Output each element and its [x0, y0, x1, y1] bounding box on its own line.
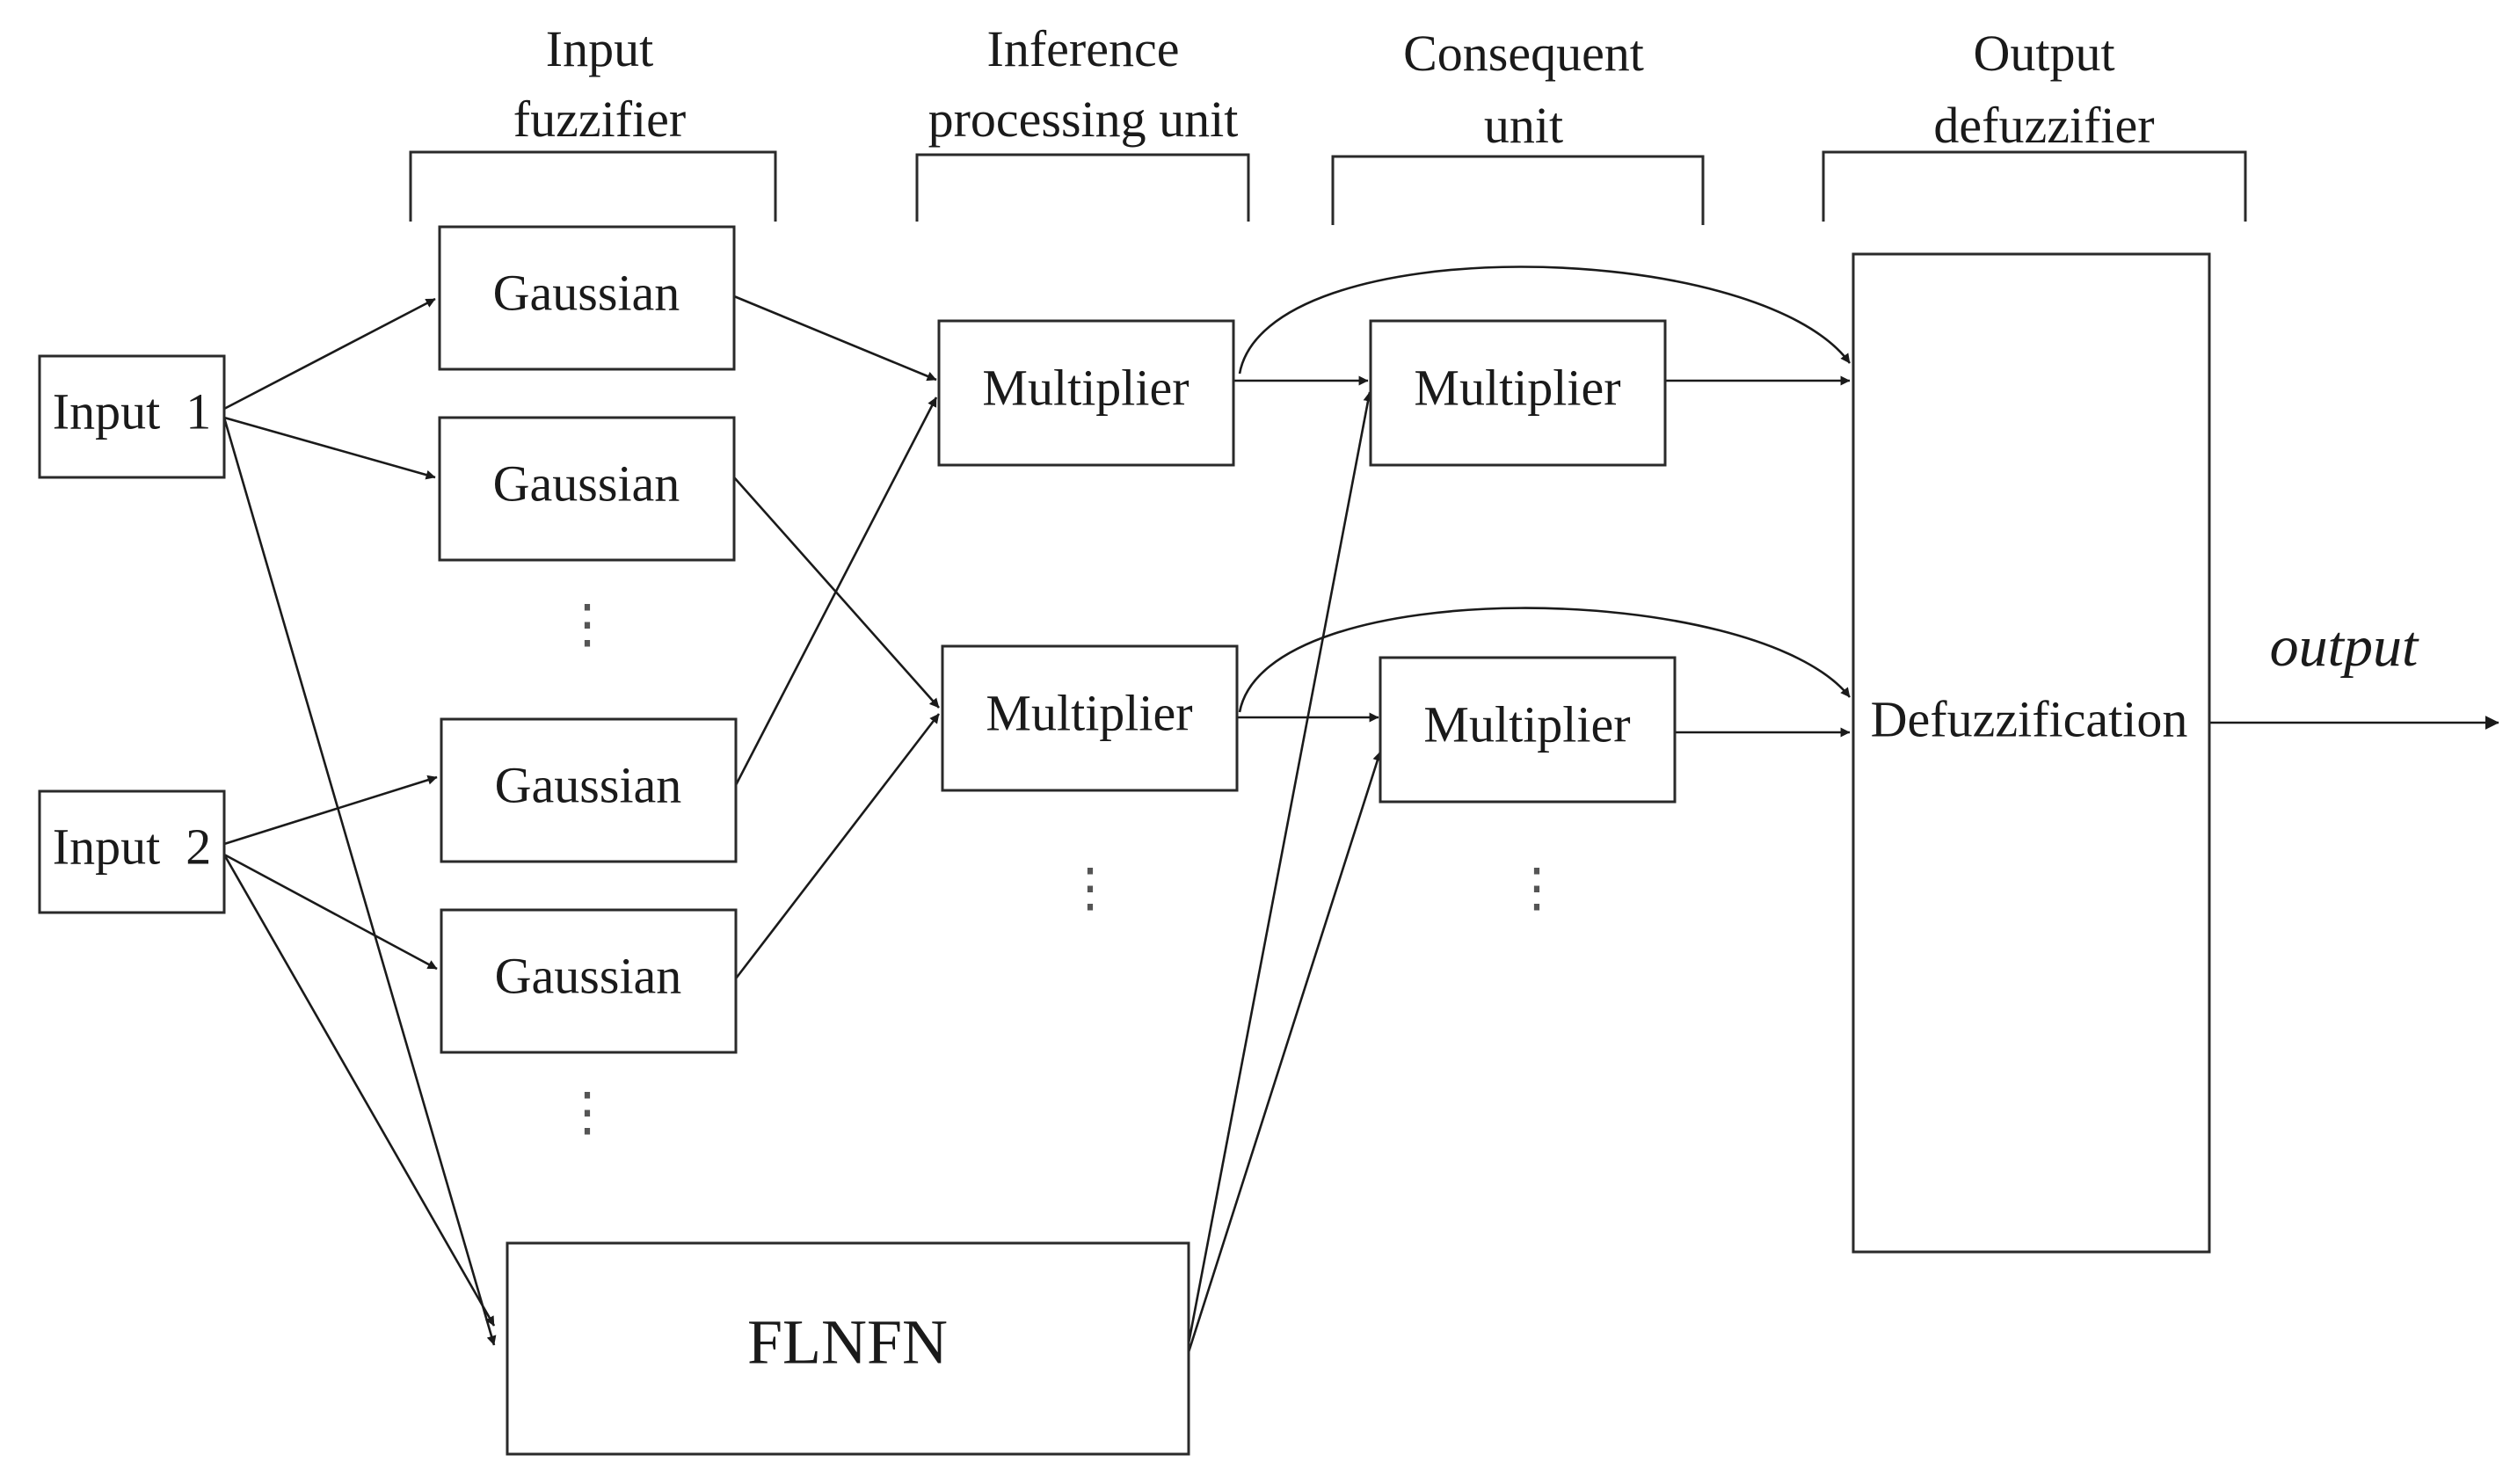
ellipsis-gaussian-group-2: ⋮	[561, 1083, 614, 1141]
bracket-consequent-unit	[1331, 155, 1705, 225]
inference-multiplier-node-1: Multiplier	[937, 319, 1235, 467]
gaussian-3-label: Gaussian	[495, 756, 682, 813]
edge-input2-to-gaussian3	[223, 775, 438, 846]
edge-input1-to-gaussian1	[223, 297, 436, 411]
header-consequent-unit-line1: Consequent	[1403, 25, 1644, 82]
flnfn-node: FLNFN	[506, 1241, 1190, 1456]
header-inference-unit-line2: processing unit	[928, 91, 1239, 148]
gaussian-2-label: Gaussian	[493, 455, 680, 512]
edge-flnfn-to-consequent-mult1	[1187, 391, 1373, 1344]
defuzzification-label: Defuzzification	[1871, 690, 2188, 747]
edge-inference-mult1-to-defuzzifier	[1238, 266, 1852, 375]
edge-flnfn-to-consequent-mult2	[1187, 751, 1383, 1353]
consequent-multiplier-node-1: Multiplier	[1369, 319, 1667, 467]
header-consequent-unit-line2: unit	[1484, 97, 1563, 154]
consequent-multiplier-2-label: Multiplier	[1423, 695, 1630, 753]
defuzzifier-node	[1852, 252, 2211, 1254]
header-input-fuzzifier-line2: fuzzifier	[513, 91, 686, 148]
inference-multiplier-node-2: Multiplier	[941, 644, 1239, 792]
input-1-label: Input 1	[53, 382, 211, 440]
edge-gaussian3-to-inference-mult1	[734, 396, 938, 786]
output-label: output	[2270, 615, 2419, 679]
ellipsis-consequent-multipliers: ⋮	[1510, 859, 1563, 917]
edge-input1-to-flnfn	[222, 417, 497, 1346]
edge-gaussian1-to-inference-mult1	[733, 295, 937, 382]
input-2-node: Input 2	[38, 789, 226, 914]
header-output-defuzzifier-line2: defuzzifier	[1933, 97, 2154, 154]
consequent-multiplier-1-label: Multiplier	[1414, 359, 1620, 416]
edge-input2-to-gaussian4	[223, 853, 438, 971]
gaussian-4-label: Gaussian	[495, 947, 682, 1004]
gaussian-node-2: Gaussian	[438, 416, 736, 562]
bracket-input-fuzzifier	[409, 150, 777, 222]
edge-input1-to-gaussian2	[223, 416, 436, 480]
gaussian-node-1: Gaussian	[438, 225, 736, 371]
gaussian-node-4: Gaussian	[440, 908, 738, 1054]
edge-input2-to-flnfn	[222, 854, 496, 1327]
input-1-node: Input 1	[38, 354, 226, 479]
header-input-fuzzifier-line1: Input	[546, 20, 653, 77]
ellipsis-inference-multipliers: ⋮	[1064, 859, 1117, 917]
header-output-defuzzifier-line1: Output	[1973, 25, 2114, 82]
input-2-label: Input 2	[53, 818, 211, 875]
ellipsis-gaussian-group-1: ⋮	[561, 595, 614, 653]
flnfn-label: FLNFN	[747, 1307, 948, 1378]
header-inference-unit-line1: Inference	[987, 20, 1180, 77]
gaussian-node-3: Gaussian	[440, 717, 738, 863]
edge-inference-mult2-to-defuzzifier	[1238, 607, 1852, 713]
bracket-inference-unit	[915, 153, 1250, 222]
inference-multiplier-1-label: Multiplier	[982, 359, 1189, 416]
gaussian-1-label: Gaussian	[493, 264, 680, 321]
consequent-multiplier-node-2: Multiplier	[1379, 656, 1677, 804]
bracket-output-defuzzifier	[1822, 150, 2247, 222]
inference-multiplier-2-label: Multiplier	[986, 684, 1192, 741]
edge-gaussian4-to-inference-mult2	[734, 713, 941, 979]
